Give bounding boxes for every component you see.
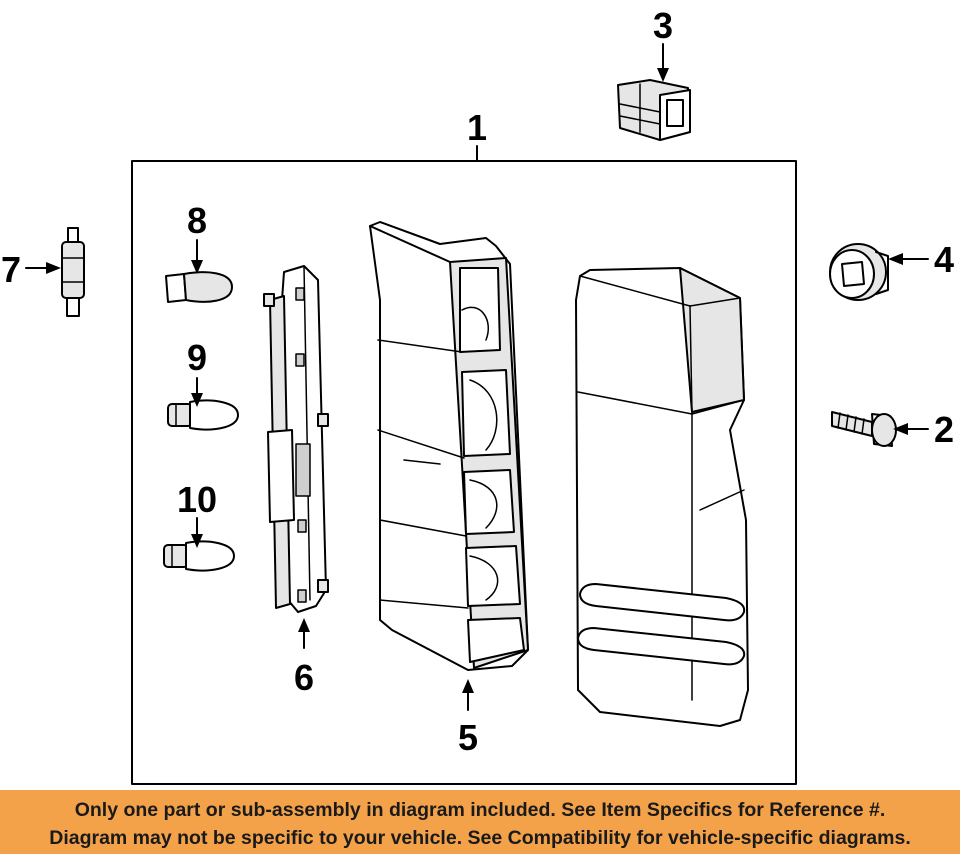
callout-10-arrow — [191, 534, 203, 548]
tail-lamp-exploded-diagram: 1 3 4 2 7 — [1, 5, 954, 785]
callout-10-label: 10 — [177, 479, 217, 520]
assembly-frame — [131, 160, 797, 785]
callout-2-arrow — [893, 423, 908, 435]
callout-9-label: 9 — [187, 337, 207, 378]
callout-5-label: 5 — [458, 717, 478, 758]
callout-9-arrow — [191, 393, 203, 407]
part-7-bulb — [61, 227, 85, 317]
disclaimer-line-2: Diagram may not be specific to your vehi… — [49, 827, 911, 849]
callout-7-label: 7 — [1, 249, 21, 290]
callout-2-label: 2 — [934, 409, 954, 450]
callout-3-arrow — [657, 68, 669, 82]
part-4-grommet — [829, 243, 889, 301]
part-2-screw — [831, 411, 897, 447]
tail-lamp-lens — [575, 267, 749, 727]
callout-5-arrow — [462, 679, 474, 693]
disclaimer-banner: Only one part or sub-assembly in diagram… — [0, 790, 960, 854]
part-8-bulb — [165, 271, 233, 303]
callout-6-arrow — [298, 618, 310, 632]
callout-7-arrow — [46, 262, 61, 274]
part-6-socket-plate — [263, 265, 329, 613]
part-10-bulb — [163, 540, 235, 572]
part-5-housing — [369, 221, 529, 671]
callout-6-label: 6 — [294, 657, 314, 698]
callout-8-arrow — [191, 260, 203, 274]
part-9-bulb — [167, 399, 239, 431]
disclaimer-line-1: Only one part or sub-assembly in diagram… — [74, 799, 886, 821]
callout-1-label: 1 — [467, 107, 487, 148]
callout-4-label: 4 — [934, 239, 954, 280]
callout-8-label: 8 — [187, 200, 207, 241]
callout-3-label: 3 — [653, 5, 673, 46]
callout-4-arrow — [888, 253, 903, 265]
part-3-clip — [617, 79, 691, 141]
